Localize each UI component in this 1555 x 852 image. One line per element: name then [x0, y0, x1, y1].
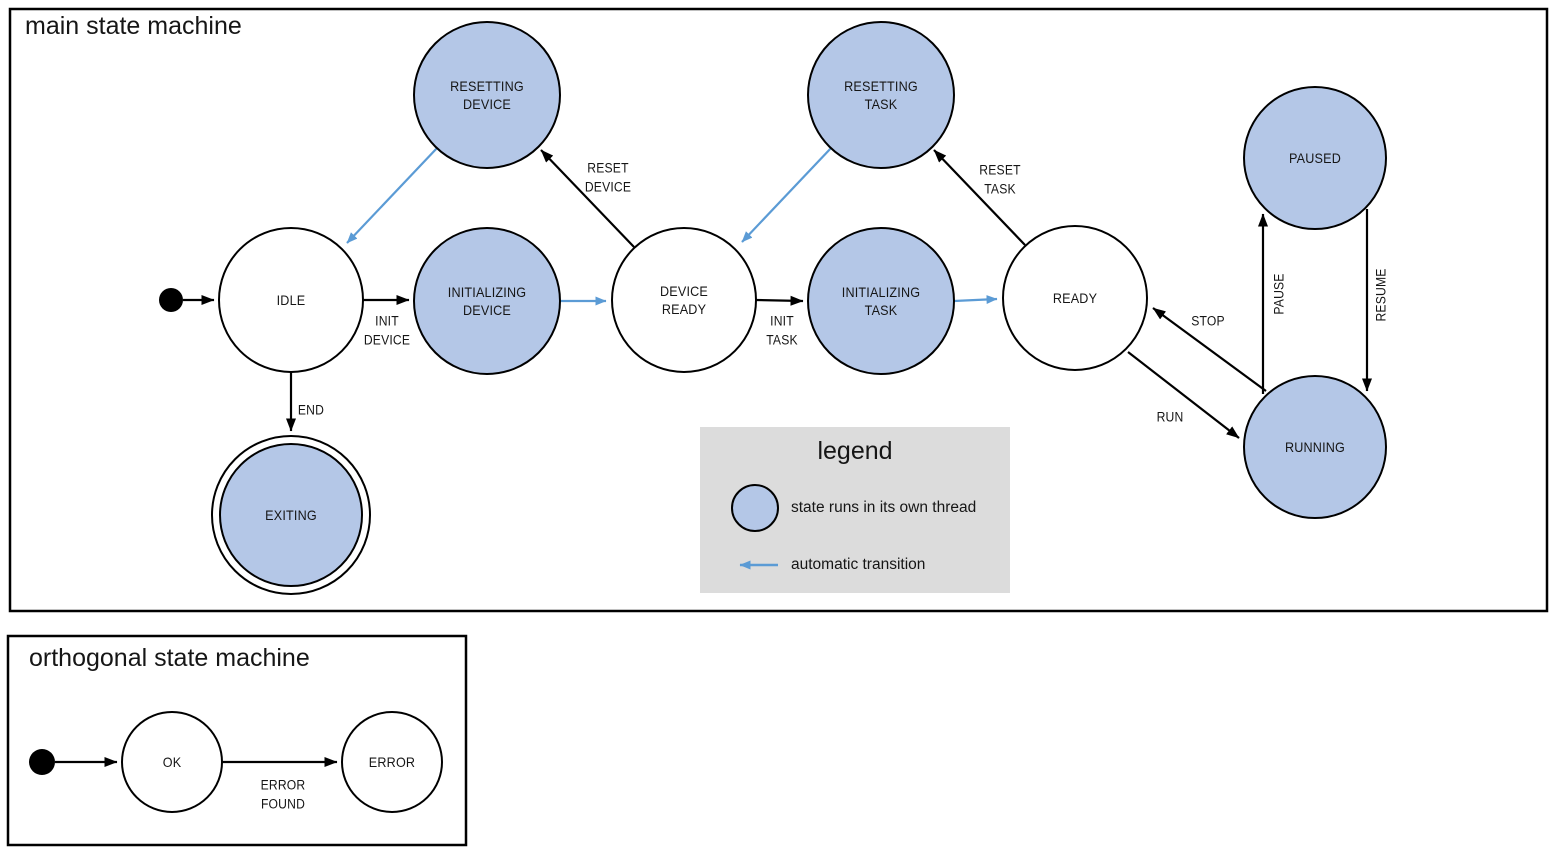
transition-label-stop: STOP: [1191, 313, 1225, 329]
state-label-resetting-task: RESETTING TASK: [844, 77, 918, 112]
state-circle-initializing-task: [807, 227, 955, 375]
state-label-running: RUNNING: [1284, 438, 1346, 455]
transition-label-error-found: ERROR FOUND: [260, 777, 306, 811]
state-label-ready: READY: [1052, 289, 1098, 306]
auto-transition-initializing-task-to-ready: [953, 294, 998, 304]
state-label-ok: OK: [162, 753, 182, 770]
state-label-initializing-device: INITIALIZING DEVICE: [447, 283, 527, 318]
transition-ready-to-resetting-task: [933, 149, 1026, 246]
state-label-initializing-task: INITIALIZING TASK: [841, 283, 921, 318]
state-circle-paused: [1243, 86, 1387, 230]
state-circle-resetting-task: [807, 21, 955, 169]
transition-label-init-device: INIT DEVICE: [363, 313, 411, 347]
initial-state-dot-main: [159, 288, 183, 312]
state-circle-exiting: [219, 443, 363, 587]
transition-device-ready-to-initializing-task: [755, 295, 804, 306]
transition-label-reset-task: RESET TASK: [979, 162, 1021, 196]
main-state-machine-title: main state machine: [25, 12, 242, 40]
transition-label-end: END: [297, 402, 325, 418]
state-circle-running: [1243, 375, 1387, 519]
state-circle-error: [341, 711, 443, 813]
state-label-paused: PAUSED: [1289, 149, 1341, 166]
orthogonal-state-machine-title: orthogonal state machine: [29, 644, 310, 672]
auto-transition-resetting-task-to-device-ready: [741, 146, 833, 243]
state-circle-ok: [121, 711, 223, 813]
state-circle-initializing-device: [413, 227, 561, 375]
transition-running-to-ready: [1152, 307, 1267, 392]
legend-item-automatic-transition: automatic transition: [791, 556, 926, 573]
initial-state-dot-ortho: [29, 749, 55, 775]
main-state-machine-frame: [8, 7, 1549, 613]
state-label-resetting-device: RESETTING DEVICE: [450, 77, 524, 112]
state-circle-ready: [1002, 225, 1148, 371]
state-circle-idle: [218, 227, 364, 373]
transition-label-run: RUN: [1156, 409, 1184, 425]
transition-label-init-task: INIT TASK: [766, 313, 798, 347]
transition-device-ready-to-resetting-device: [540, 149, 635, 248]
state-circle-device-ready: [611, 227, 757, 373]
state-circle-resetting-device: [413, 21, 561, 169]
legend-threaded-state-swatch: [731, 484, 779, 532]
orthogonal-state-machine-frame: [6, 634, 468, 847]
transition-label-reset-device: RESET DEVICE: [584, 160, 632, 194]
auto-transition-resetting-device-to-idle: [346, 146, 439, 244]
state-label-exiting: EXITING: [265, 506, 317, 523]
legend-title: legend: [817, 437, 893, 465]
state-label-device-ready: DEVICE READY: [660, 282, 708, 317]
state-label-error: ERROR: [368, 753, 416, 770]
state-label-idle: IDLE: [276, 291, 306, 308]
transition-label-resume: RESUME: [1373, 268, 1389, 322]
transition-label-pause: PAUSE: [1271, 273, 1287, 315]
transition-ready-to-running: [1127, 351, 1240, 439]
legend-item-threaded-state: state runs in its own thread: [791, 499, 977, 516]
